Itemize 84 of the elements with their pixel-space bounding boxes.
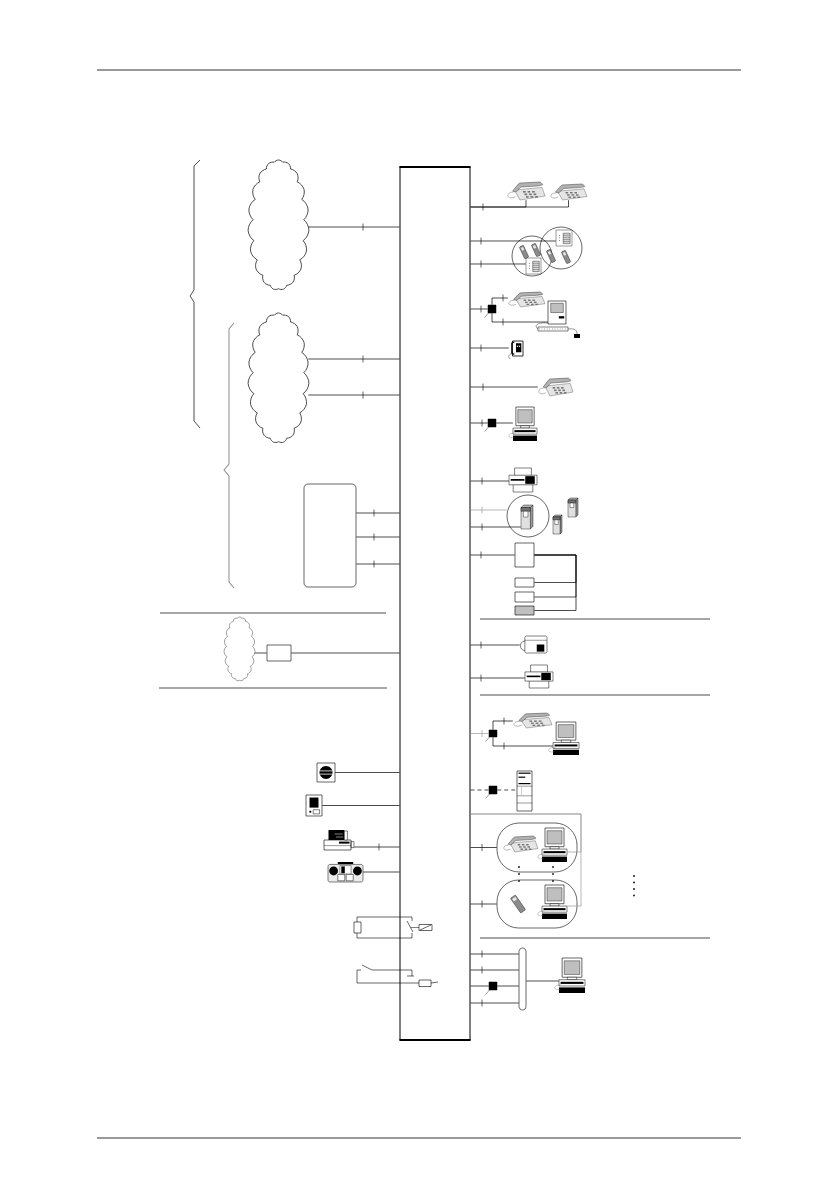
connection-line bbox=[496, 789, 518, 791]
connection-line bbox=[353, 846, 400, 848]
fax-machine bbox=[524, 664, 554, 689]
base-station bbox=[525, 257, 542, 275]
connection-line bbox=[307, 394, 400, 396]
junction-square bbox=[484, 304, 497, 318]
connection-line bbox=[492, 736, 554, 747]
connection-line bbox=[470, 644, 521, 646]
base-station bbox=[555, 229, 573, 247]
connection-line bbox=[491, 312, 549, 323]
connection-line bbox=[492, 720, 514, 731]
desk-phone bbox=[513, 712, 553, 729]
radio bbox=[327, 862, 364, 883]
base-station bbox=[520, 504, 534, 530]
door-intercom bbox=[305, 794, 323, 817]
connection-line bbox=[355, 512, 400, 514]
connection-line bbox=[321, 805, 400, 806]
connection-line bbox=[491, 297, 509, 306]
connection-line bbox=[470, 677, 526, 679]
connection-line bbox=[355, 563, 400, 565]
connection-line bbox=[355, 536, 400, 538]
connection-line bbox=[470, 1002, 520, 1004]
junction-square bbox=[485, 981, 498, 995]
desk-phone bbox=[538, 377, 574, 397]
connection-line bbox=[470, 526, 522, 528]
network-cloud bbox=[247, 312, 310, 443]
connection-line bbox=[470, 903, 498, 905]
connection-line bbox=[307, 358, 400, 360]
connection-line bbox=[470, 554, 516, 556]
connection-line bbox=[470, 386, 539, 388]
network-cloud bbox=[223, 616, 256, 682]
loudspeaker bbox=[316, 762, 336, 783]
junction-square bbox=[485, 729, 498, 742]
network-cloud bbox=[247, 159, 310, 290]
fax-phone bbox=[520, 635, 548, 654]
connection-line bbox=[470, 347, 510, 349]
junction-square bbox=[485, 785, 498, 799]
connection-line bbox=[470, 422, 489, 424]
junction-square bbox=[484, 418, 497, 432]
small-box bbox=[266, 644, 292, 662]
radio-cell-circle bbox=[506, 494, 550, 538]
connection-line bbox=[470, 263, 527, 265]
desk-phone bbox=[550, 183, 588, 201]
connection-line bbox=[470, 813, 582, 907]
connection-line bbox=[470, 199, 569, 208]
connection-line bbox=[470, 509, 508, 511]
connection-line bbox=[496, 985, 520, 987]
connection-line bbox=[470, 985, 490, 987]
printer bbox=[323, 830, 355, 851]
computer bbox=[537, 884, 568, 919]
computer bbox=[554, 957, 586, 993]
connection-line bbox=[290, 652, 400, 654]
central-unit-box bbox=[398, 165, 472, 1042]
connection-line bbox=[470, 953, 520, 955]
wall-phone bbox=[508, 340, 524, 359]
small-box bbox=[514, 591, 535, 603]
connection-line bbox=[470, 308, 489, 310]
desk-phone bbox=[508, 291, 546, 308]
connection-line bbox=[495, 422, 514, 424]
desk-phone bbox=[507, 181, 546, 201]
connection-line bbox=[334, 772, 400, 773]
small-box bbox=[514, 577, 535, 588]
connection-line bbox=[470, 733, 490, 734]
computer bbox=[535, 300, 580, 338]
connection-line bbox=[362, 871, 400, 873]
connection-line bbox=[470, 789, 490, 791]
connection-line bbox=[470, 480, 510, 482]
computer bbox=[537, 827, 568, 862]
server-tower bbox=[516, 770, 533, 812]
small-box bbox=[514, 605, 535, 616]
connection-line bbox=[307, 226, 400, 228]
radio-cell-circle bbox=[511, 235, 553, 277]
fax-machine bbox=[508, 467, 538, 493]
radio-cell-circle bbox=[539, 226, 583, 270]
connection-line bbox=[470, 969, 520, 971]
connection-line bbox=[533, 554, 577, 611]
connection-line bbox=[254, 652, 268, 654]
bus-bar bbox=[518, 947, 527, 1011]
computer bbox=[548, 721, 580, 755]
connection-line bbox=[525, 980, 560, 982]
computer bbox=[508, 406, 538, 441]
rounded-box bbox=[303, 483, 357, 588]
connection-line bbox=[470, 847, 498, 848]
small-box bbox=[514, 542, 535, 568]
